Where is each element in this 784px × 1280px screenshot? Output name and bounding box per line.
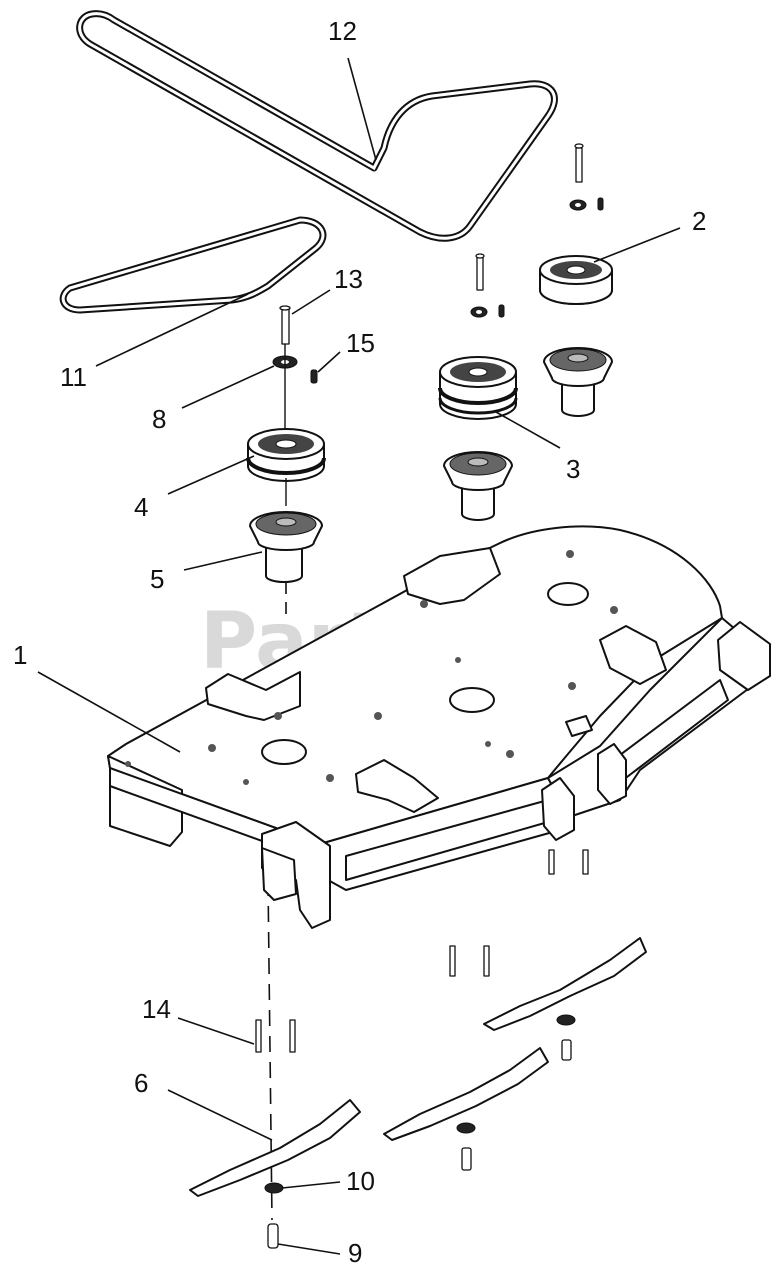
callout-10: 10 bbox=[346, 1166, 375, 1196]
callout-2: 2 bbox=[692, 206, 706, 236]
assembly-axis-lines bbox=[267, 344, 287, 1221]
center-spindle-housing-drawing[interactable] bbox=[443, 451, 513, 521]
part-4-pulley-drawing[interactable] bbox=[246, 428, 326, 482]
callout-5: 5 bbox=[150, 564, 164, 594]
callout-3: 3 bbox=[566, 454, 580, 484]
right-spindle-housing-drawing[interactable] bbox=[543, 347, 613, 417]
callout-4: 4 bbox=[134, 492, 148, 522]
deck-bolts-drawing[interactable] bbox=[449, 849, 589, 977]
callout-8: 8 bbox=[152, 404, 166, 434]
leader-lines bbox=[37, 57, 681, 1255]
part-2-pulley-drawing[interactable] bbox=[539, 255, 613, 305]
part-15-key-drawing[interactable] bbox=[310, 369, 318, 384]
callout-1: 1 bbox=[13, 640, 27, 670]
part-1-deck-drawing[interactable] bbox=[107, 525, 771, 929]
callout-11: 11 bbox=[60, 362, 87, 392]
callout-13: 13 bbox=[334, 264, 363, 294]
callout-14: 14 bbox=[142, 994, 171, 1024]
part-14-bolts-drawing[interactable] bbox=[255, 1019, 296, 1053]
part-11-belt-drawing[interactable] bbox=[59, 216, 327, 314]
part-5-spindle-drawing[interactable] bbox=[249, 511, 323, 583]
callout-labels: 1 2 3 4 5 6 8 9 10 11 12 13 14 15 bbox=[13, 16, 706, 1268]
center-spindle-hardware-drawing[interactable] bbox=[470, 253, 505, 318]
callout-12: 12 bbox=[328, 16, 357, 46]
callout-6: 6 bbox=[134, 1068, 148, 1098]
part-10-washer-drawing[interactable] bbox=[264, 1182, 284, 1194]
right-spindle-hardware-drawing[interactable] bbox=[569, 143, 604, 211]
part-9-bolt-drawing[interactable] bbox=[267, 1223, 279, 1249]
right-blade-drawing[interactable] bbox=[483, 937, 647, 1061]
part-6-blade-drawing[interactable] bbox=[189, 1099, 361, 1197]
middle-blade-drawing[interactable] bbox=[383, 1047, 549, 1171]
callout-15: 15 bbox=[346, 328, 375, 358]
callout-9: 9 bbox=[348, 1238, 362, 1268]
part-3-pulley-drawing[interactable] bbox=[438, 356, 518, 420]
part-13-bolt-drawing[interactable] bbox=[279, 305, 291, 345]
part-12-belt-drawing[interactable] bbox=[76, 10, 558, 242]
